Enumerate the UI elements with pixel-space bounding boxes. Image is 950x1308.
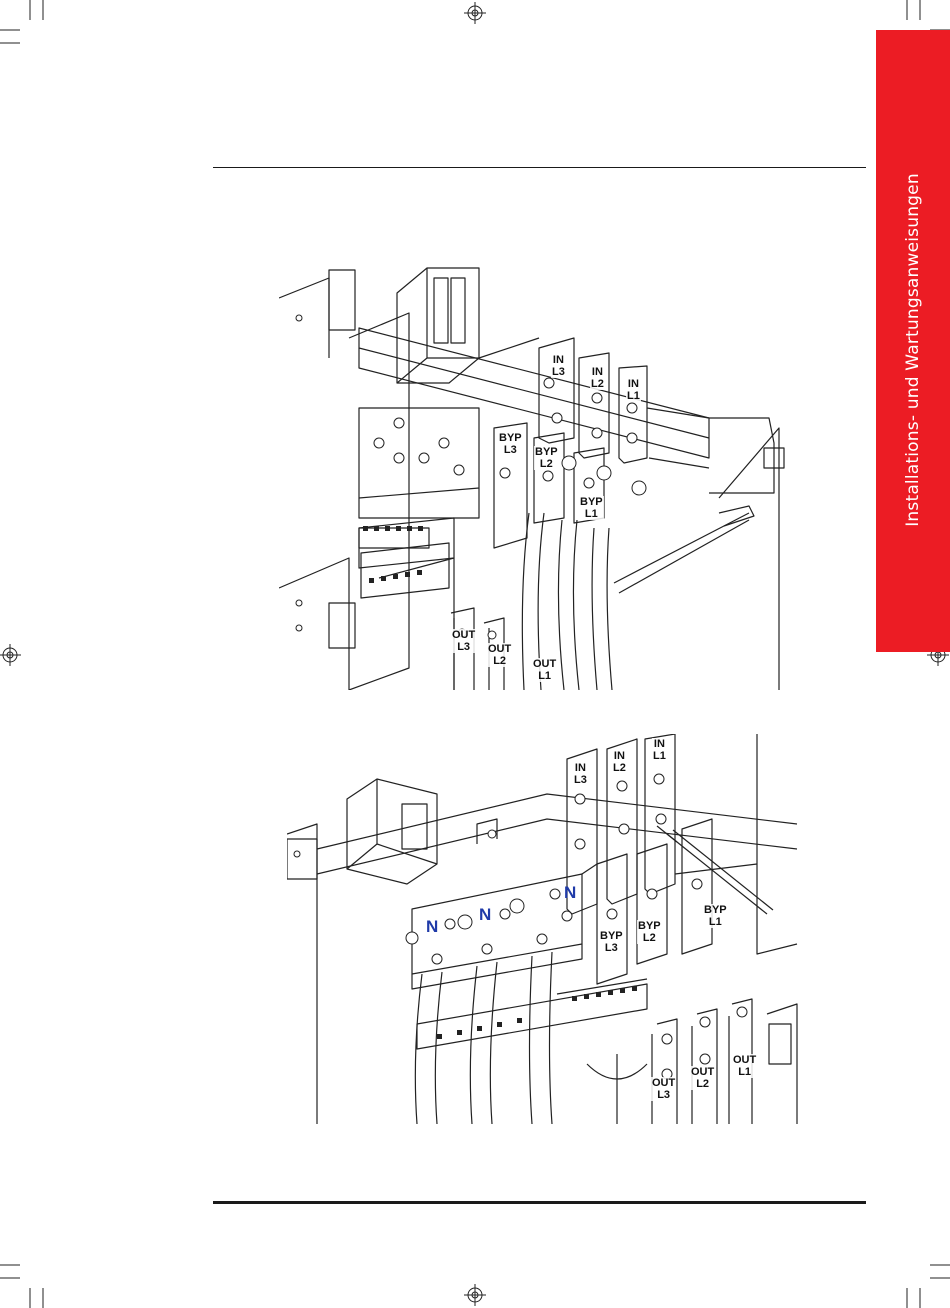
label-in-l1: IN L1 — [626, 378, 641, 402]
label-neutral-2: N — [479, 906, 491, 923]
registration-target-top — [464, 2, 486, 24]
registration-target-bottom — [464, 1284, 486, 1306]
label-out-l2: OUT L2 — [487, 643, 512, 667]
label-out-l3: OUT L3 — [651, 1077, 676, 1101]
figure-top-busbar-connections: IN L3 IN L2 IN L1 BYP L3 BYP L2 BYP L1 O… — [279, 258, 799, 690]
label-out-l1: OUT L1 — [732, 1054, 757, 1078]
chapter-side-tab: Installations- und Wartungsanweisungen — [876, 30, 950, 652]
figure-bottom-drawing — [287, 734, 799, 1124]
label-in-l2: IN L2 — [612, 750, 627, 774]
figure-bottom-busbar-connections: IN L3 IN L2 IN L1 BYP L3 BYP L2 BYP L1 O… — [287, 734, 799, 1124]
label-in-l3: IN L3 — [551, 354, 566, 378]
label-byp-l3: BYP L3 — [599, 930, 624, 954]
label-byp-l1: BYP L1 — [579, 496, 604, 520]
label-out-l2: OUT L2 — [690, 1066, 715, 1090]
chapter-side-tab-title: Installations- und Wartungsanweisungen — [903, 173, 923, 527]
label-byp-l1: BYP L1 — [703, 904, 728, 928]
figure-top-drawing — [279, 258, 799, 690]
label-in-l1: IN L1 — [652, 738, 667, 762]
label-neutral-1: N — [426, 918, 438, 935]
label-in-l2: IN L2 — [590, 366, 605, 390]
footer-rule — [213, 1201, 866, 1204]
registration-target-left — [0, 644, 21, 666]
label-out-l3: OUT L3 — [451, 629, 476, 653]
label-byp-l2: BYP L2 — [534, 446, 559, 470]
label-neutral-3: N — [564, 884, 576, 901]
label-out-l1: OUT L1 — [532, 658, 557, 682]
label-byp-l2: BYP L2 — [637, 920, 662, 944]
label-byp-l3: BYP L3 — [498, 432, 523, 456]
header-rule — [213, 167, 866, 168]
label-in-l3: IN L3 — [573, 762, 588, 786]
